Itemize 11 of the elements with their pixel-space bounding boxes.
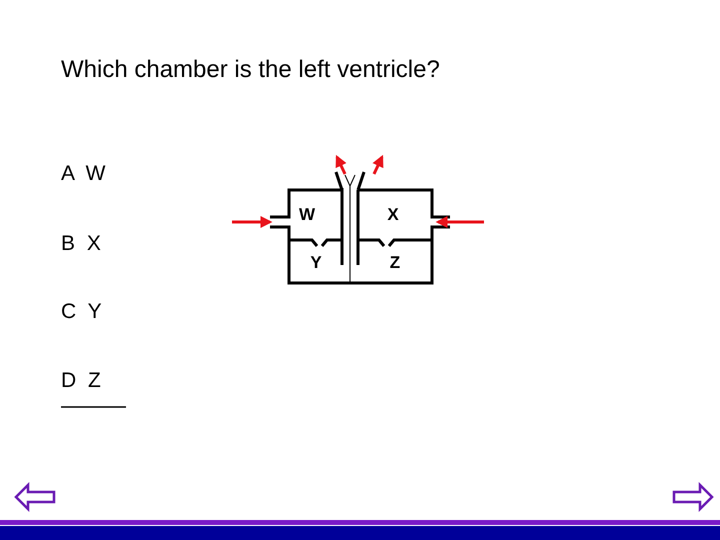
answer-option: D Z xyxy=(61,369,101,393)
answer-option: B X xyxy=(61,232,101,256)
answer-option: C Y xyxy=(61,300,102,324)
answer-option: A W xyxy=(61,162,106,186)
flow-arrow xyxy=(436,216,484,228)
flow-arrow xyxy=(232,216,272,228)
question-title: Which chamber is the left ventricle? xyxy=(61,56,440,84)
heart-chamber: Y xyxy=(291,244,341,281)
heart-chamber: Z xyxy=(360,244,430,281)
heart-chamber: X xyxy=(358,192,452,238)
heart-chamber: W xyxy=(272,192,342,238)
